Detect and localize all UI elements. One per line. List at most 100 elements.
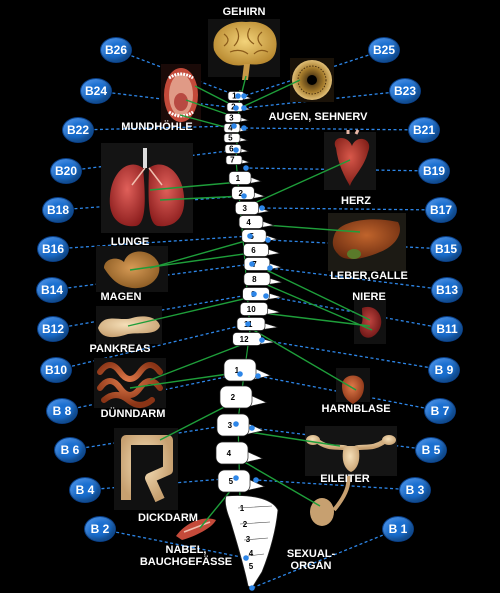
label-niere: NIERE xyxy=(352,291,386,303)
marker-b8[interactable]: B 8 xyxy=(46,398,78,424)
marker-b6[interactable]: B 6 xyxy=(54,437,86,463)
spine-point xyxy=(245,321,251,327)
spine-point xyxy=(231,123,237,129)
spine-point xyxy=(233,475,239,481)
marker-b22[interactable]: B22 xyxy=(62,117,94,143)
marker-b21[interactable]: B21 xyxy=(408,117,440,143)
spine: 12345671234567891011121234512345 xyxy=(215,91,282,591)
mouth-image xyxy=(161,64,201,126)
thoracic-vertebra: 11 xyxy=(236,317,278,331)
marker-b5[interactable]: B 5 xyxy=(415,437,447,463)
marker-b26[interactable]: B26 xyxy=(100,37,132,63)
heart-image xyxy=(324,129,376,190)
sacral-number: 1 xyxy=(240,504,245,513)
large-intestine-image xyxy=(114,428,178,510)
vertebra-number: 7 xyxy=(230,155,235,164)
spine-point xyxy=(243,165,249,171)
vertebra-number: 4 xyxy=(227,449,232,458)
marker-connector xyxy=(99,528,247,559)
spine-point xyxy=(243,555,249,561)
spine-point xyxy=(233,147,239,153)
spine-point xyxy=(249,425,255,431)
marker-b4[interactable]: B 4 xyxy=(69,477,101,503)
marker-connector xyxy=(243,90,406,109)
marker-b16[interactable]: B16 xyxy=(37,236,69,262)
label-nabel-bauchgefaesse: NABEL, BAUCHGEFÄSSE xyxy=(139,544,233,568)
liver-image xyxy=(328,213,406,271)
vertebra-number: 3 xyxy=(229,113,234,122)
stomach-image xyxy=(96,246,168,292)
spine-point xyxy=(249,585,255,591)
vertebra-number: 5 xyxy=(228,133,233,142)
bladder-image xyxy=(336,368,370,404)
vertebra-number: 1 xyxy=(235,366,240,375)
marker-b1[interactable]: B 1 xyxy=(382,516,414,542)
marker-connector xyxy=(257,375,441,412)
vertebra-number: 4 xyxy=(228,123,233,132)
marker-b7[interactable]: B 7 xyxy=(424,398,456,424)
marker-b14[interactable]: B14 xyxy=(36,277,68,303)
lumbar-vertebra: 2 xyxy=(219,385,268,409)
marker-b24[interactable]: B24 xyxy=(80,78,112,104)
eye-image xyxy=(290,58,334,102)
nerve-line xyxy=(247,159,351,207)
label-eileiter: EILEITER xyxy=(320,473,370,485)
marker-b17[interactable]: B17 xyxy=(425,197,457,223)
spine-point xyxy=(249,261,255,267)
marker-connector xyxy=(251,528,399,589)
brain-image xyxy=(208,19,280,80)
small-intestine-image xyxy=(94,358,166,408)
marker-connector xyxy=(57,195,245,211)
vertebra-number: 5 xyxy=(229,477,234,486)
sexual-organ-image xyxy=(310,475,351,526)
marker-b19[interactable]: B19 xyxy=(418,158,450,184)
nerve-line xyxy=(159,195,245,201)
marker-b13[interactable]: B13 xyxy=(431,277,463,303)
marker-connector xyxy=(255,479,416,491)
thoracic-vertebra: 10 xyxy=(239,302,281,316)
thoracic-vertebra: 5 xyxy=(241,229,279,243)
label-herz: HERZ xyxy=(341,195,371,207)
pancreas-image xyxy=(96,306,162,344)
marker-b23[interactable]: B23 xyxy=(389,78,421,104)
marker-b11[interactable]: B11 xyxy=(431,316,463,342)
lumbar-vertebra: 1 xyxy=(223,358,272,382)
navel-vessels-image xyxy=(176,518,216,540)
spine-point xyxy=(237,371,243,377)
marker-b12[interactable]: B12 xyxy=(37,316,69,342)
kidney-image xyxy=(354,300,386,344)
vertebra-number: 2 xyxy=(239,189,244,198)
label-duenndarm: DÜNNDARM xyxy=(100,408,166,420)
nerve-line xyxy=(129,251,259,271)
marker-b3[interactable]: B 3 xyxy=(399,477,431,503)
marker-b9[interactable]: B 9 xyxy=(428,357,460,383)
vertebra-number: 1 xyxy=(236,174,241,183)
marker-b20[interactable]: B20 xyxy=(50,158,82,184)
thoracic-vertebra: 6 xyxy=(243,243,280,257)
label-gehirn: GEHIRN xyxy=(222,6,266,18)
nerve-line xyxy=(149,237,257,269)
label-sexual-organ: SEXUAL- ORGAN xyxy=(286,548,336,572)
label-magen: MAGEN xyxy=(100,291,142,303)
thoracic-vertebra: 9 xyxy=(242,287,282,301)
marker-b2[interactable]: B 2 xyxy=(84,516,116,542)
thoracic-vertebra: 2 xyxy=(231,186,266,200)
nerve-line xyxy=(233,455,321,507)
marker-b18[interactable]: B18 xyxy=(42,197,74,223)
marker-b25[interactable]: B25 xyxy=(368,37,400,63)
label-mundhoehle: MUNDHÖHLE xyxy=(121,121,193,133)
marker-b10[interactable]: B10 xyxy=(40,357,72,383)
marker-b15[interactable]: B15 xyxy=(430,236,462,262)
sacral-number: 4 xyxy=(249,549,254,558)
nerve-line xyxy=(149,342,247,381)
vertebra-number: 3 xyxy=(228,421,233,430)
thoracic-vertebra: 1 xyxy=(228,171,262,185)
spine-point xyxy=(259,337,265,343)
nerve-line xyxy=(129,371,243,389)
marker-connector xyxy=(269,267,448,291)
sacral-number: 5 xyxy=(249,562,254,571)
spine-point xyxy=(241,93,247,99)
spine-point xyxy=(247,233,253,239)
